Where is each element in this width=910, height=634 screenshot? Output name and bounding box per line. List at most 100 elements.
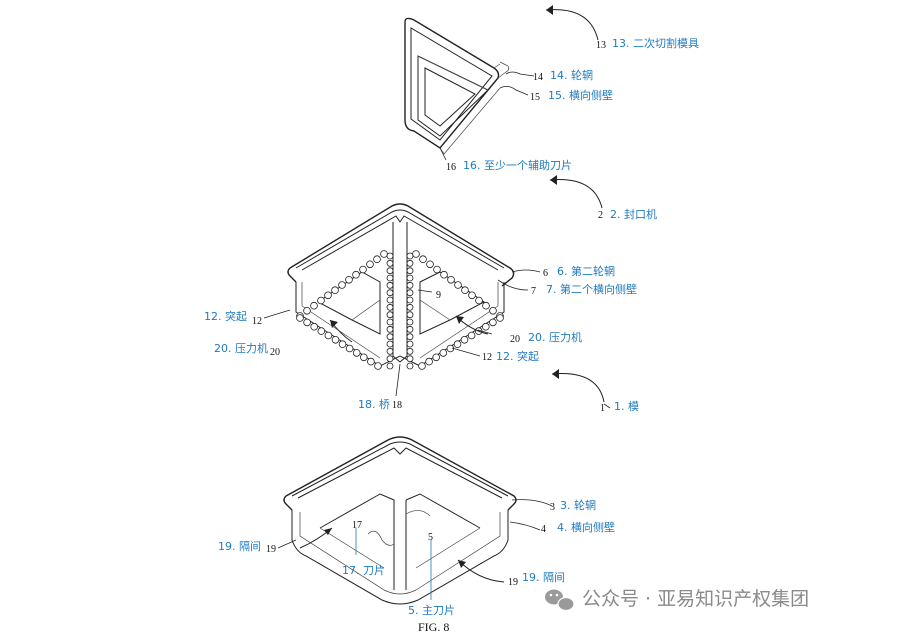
sealing-machine-drawing <box>287 203 515 367</box>
ref-16: 16 <box>446 162 456 173</box>
label-press-right: 20. 压力机 <box>528 330 582 344</box>
protrusion-bead <box>406 333 414 341</box>
protrusion-bead <box>296 314 304 322</box>
protrusion-bead <box>406 274 414 282</box>
protrusion-bead <box>386 355 394 363</box>
protrusion-bead <box>406 296 414 304</box>
protrusion-bead <box>406 355 414 363</box>
protrusion-bead <box>386 281 394 289</box>
label-mold: 1. 模 <box>614 400 639 413</box>
protrusion-bead <box>406 318 414 326</box>
label-blade: 17. 刀片 <box>342 564 385 577</box>
protrusion-bead <box>454 281 462 289</box>
label-second-lateral-side-wall: 7. 第二个横向侧壁 <box>546 282 637 296</box>
callouts: 13 13. 二次切割模具 14 14. 轮辋 15 15. 横向侧壁 16 1… <box>204 36 699 617</box>
protrusion-bead <box>419 255 427 264</box>
protrusion-bead <box>433 265 441 274</box>
protrusion-bead <box>468 291 476 300</box>
label-compartment-left: 19. 隔间 <box>218 540 261 553</box>
protrusion-bead <box>338 340 347 349</box>
protrusion-bead <box>440 270 448 279</box>
ref-6: 6 <box>543 268 548 279</box>
label-sealing-machine: 2. 封口机 <box>610 207 657 221</box>
protrusion-bead <box>386 259 394 267</box>
protrusion-bead <box>425 357 433 366</box>
ref-20-left: 20 <box>270 347 280 358</box>
protrusion-bead <box>406 347 414 355</box>
protrusion-bead <box>367 357 375 366</box>
protrusion-bead <box>338 281 346 289</box>
label-auxiliary-blade: 16. 至少一个辅助刀片 <box>463 158 572 172</box>
protrusion-bead <box>324 331 333 340</box>
protrusion-bead <box>386 274 394 282</box>
protrusion-bead <box>461 286 469 295</box>
protrusion-bead <box>386 325 394 333</box>
label-secondary-cutting-die: 13. 二次切割模具 <box>612 36 699 50</box>
protrusion-bead <box>439 349 448 357</box>
ref-20-right: 20 <box>510 334 520 345</box>
protrusion-bead <box>352 270 360 279</box>
ref-12-left: 12 <box>252 316 262 327</box>
ref-3: 3 <box>550 502 555 513</box>
ref-19-left: 19 <box>266 544 276 555</box>
label-second-rim: 6. 第二轮辋 <box>557 264 615 278</box>
ref-7: 7 <box>531 286 536 297</box>
protrusion-bead <box>317 327 326 335</box>
protrusion-bead <box>345 344 354 353</box>
label-mold-side-wall: 4. 横向侧壁 <box>557 520 615 534</box>
assembly-arrows <box>299 5 605 583</box>
ref-19-right: 19 <box>508 577 518 588</box>
protrusion-bead <box>475 296 483 305</box>
ref-17: 17 <box>352 520 362 531</box>
protrusion-bead <box>366 260 374 269</box>
protrusion-bead <box>324 291 332 300</box>
protrusion-bead <box>386 252 394 260</box>
arrowhead-2 <box>550 175 557 185</box>
protrusion-bead <box>303 306 311 315</box>
protrusion-bead <box>482 301 490 310</box>
protrusion-bead <box>406 252 414 260</box>
label-protrusion-left: 12. 突起 <box>204 309 247 323</box>
protrusion-bead <box>406 289 414 297</box>
protrusion-bead <box>481 322 490 331</box>
protrusion-bead <box>496 314 504 322</box>
label-compartment-right: 19. 隔间 <box>522 571 565 584</box>
protrusion-bead <box>386 340 394 348</box>
ref-2: 2 <box>598 210 603 221</box>
protrusion-bead <box>345 275 353 284</box>
ref-12-right: 12 <box>482 352 492 363</box>
figure-caption: FIG. 8 <box>418 620 449 634</box>
protrusion-bead <box>317 296 325 305</box>
protrusion-bead <box>467 331 476 340</box>
protrusion-bead <box>406 325 414 333</box>
label-lateral-side-wall: 15. 横向侧壁 <box>548 88 613 102</box>
protrusion-bead <box>453 340 462 349</box>
protrusion-bead <box>310 322 319 331</box>
protrusion-bead <box>406 303 414 311</box>
secondary-cutting-die-drawing <box>404 17 510 155</box>
protrusion-bead <box>406 311 414 319</box>
protrusion-bead <box>406 340 414 348</box>
protrusion-bead <box>386 289 394 297</box>
ref-14: 14 <box>533 72 543 83</box>
protrusion-bead <box>406 362 414 370</box>
protrusion-bead <box>418 362 426 370</box>
ref-5: 5 <box>428 532 433 543</box>
label-press-left: 20. 压力机 <box>214 341 268 355</box>
protrusion-bead <box>386 333 394 341</box>
protrusion-bead <box>331 335 340 344</box>
protrusion-bead <box>374 362 382 370</box>
ref-9: 9 <box>436 290 441 301</box>
arrowhead-1 <box>552 369 559 379</box>
protrusion-bead <box>489 318 497 327</box>
protrusion-bead <box>352 349 361 357</box>
protrusion-bead <box>460 335 469 344</box>
protrusion-bead <box>406 259 414 267</box>
protrusion-bead <box>331 286 339 295</box>
protrusion-bead <box>412 250 420 258</box>
label-mold-rim: 3. 轮辋 <box>560 498 596 512</box>
protrusion-bead <box>432 353 441 362</box>
protrusion-bead <box>303 318 311 327</box>
leader-lines <box>263 71 611 549</box>
ref-13: 13 <box>596 40 606 51</box>
